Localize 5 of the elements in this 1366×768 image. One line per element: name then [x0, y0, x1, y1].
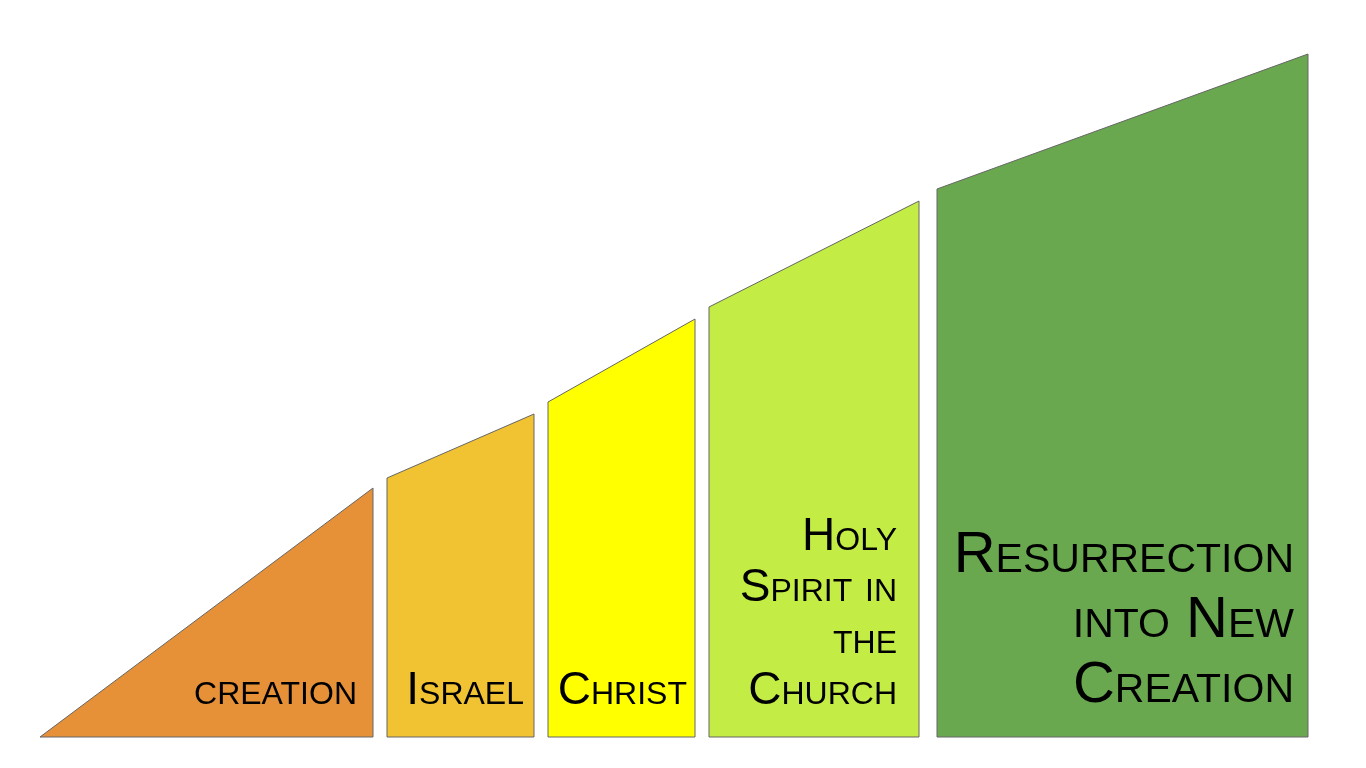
stage-label: Holy Spirit in the Church — [738, 508, 897, 715]
stage-label: Resurrection into New Creation — [952, 520, 1294, 715]
stage-label: Israel — [406, 663, 524, 715]
stage-label: creation — [194, 663, 357, 715]
stage-label: Christ — [557, 663, 687, 715]
